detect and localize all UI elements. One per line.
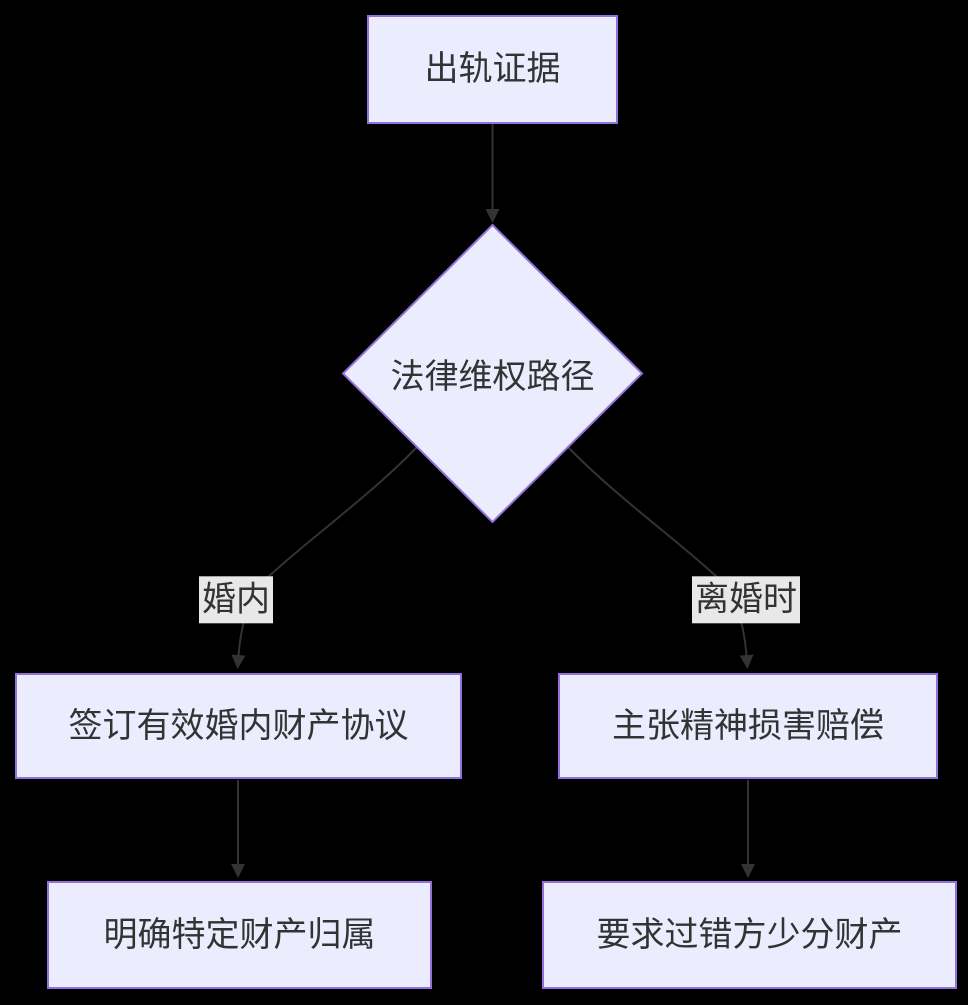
node-evidence: 出轨证据 — [367, 15, 618, 124]
edge-label-in-marriage: 婚内 — [199, 576, 273, 624]
node-agreement: 签订有效婚内财产协议 — [15, 673, 462, 779]
node-compensation: 主张精神损害赔偿 — [558, 673, 938, 779]
node-less-share-label: 要求过错方少分财产 — [596, 915, 903, 954]
node-less-share: 要求过错方少分财产 — [542, 881, 957, 989]
edge-decision-compensation — [567, 446, 754, 669]
node-agreement-label: 签订有效婚内财产协议 — [68, 706, 409, 745]
node-evidence-label: 出轨证据 — [424, 50, 561, 89]
edge-decision-agreement — [231, 446, 418, 669]
node-decision-diamond-shape — [341, 223, 644, 524]
node-ownership-label: 明确特定财产归属 — [103, 915, 376, 954]
edge-label-at-divorce: 离婚时 — [692, 576, 800, 624]
node-ownership: 明确特定财产归属 — [47, 881, 432, 989]
node-compensation-label: 主张精神损害赔偿 — [612, 706, 884, 745]
